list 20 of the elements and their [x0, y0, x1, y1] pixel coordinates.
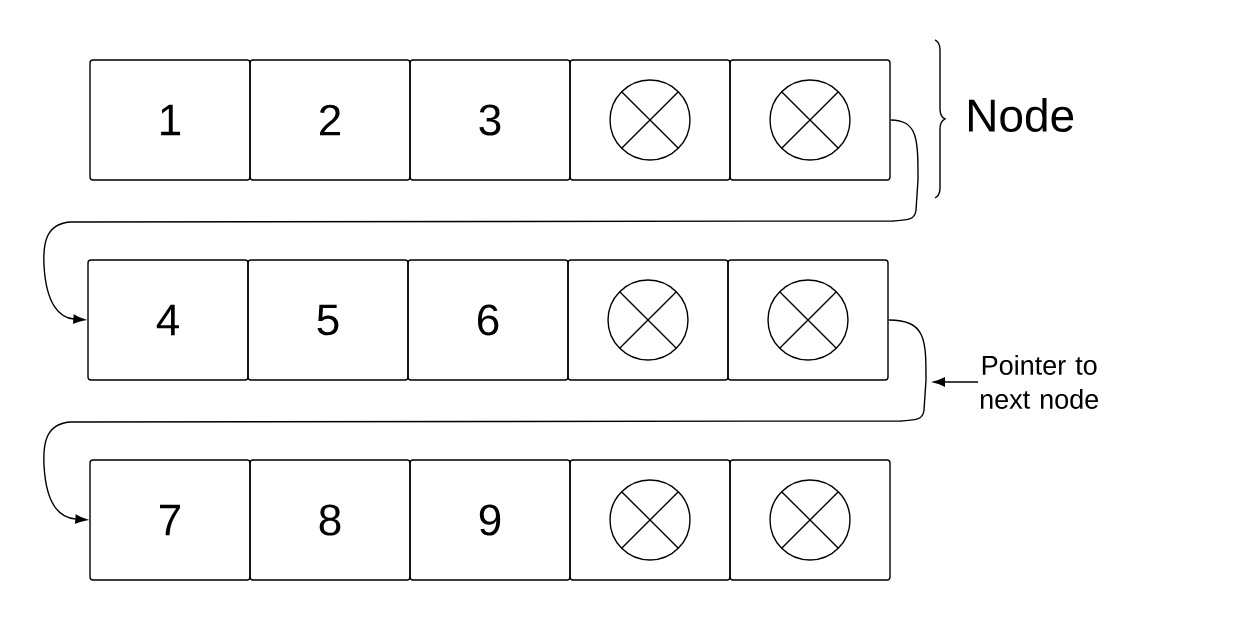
arrow — [43, 319, 927, 524]
cell-box: 3 — [409, 59, 571, 181]
empty-cell-box — [729, 59, 891, 181]
arrow — [43, 119, 919, 324]
cell-box: 8 — [249, 459, 411, 581]
empty-cell-box — [727, 259, 889, 381]
empty-cell-box — [569, 459, 731, 581]
cell-box: 4 — [87, 259, 249, 381]
cell-box: 7 — [89, 459, 251, 581]
empty-cell-box — [569, 59, 731, 181]
empty-cell-box — [729, 459, 891, 581]
cell-box: 6 — [407, 259, 569, 381]
annotation-text: Pointer to next node — [980, 355, 1099, 409]
cell-box: 1 — [89, 59, 251, 181]
empty-cell-box — [567, 259, 729, 381]
cell-box: 2 — [249, 59, 411, 181]
cell-box: 5 — [247, 259, 409, 381]
cell-box: 9 — [409, 459, 571, 581]
bracket-label: Node — [969, 98, 1074, 132]
leader-line — [933, 377, 979, 387]
